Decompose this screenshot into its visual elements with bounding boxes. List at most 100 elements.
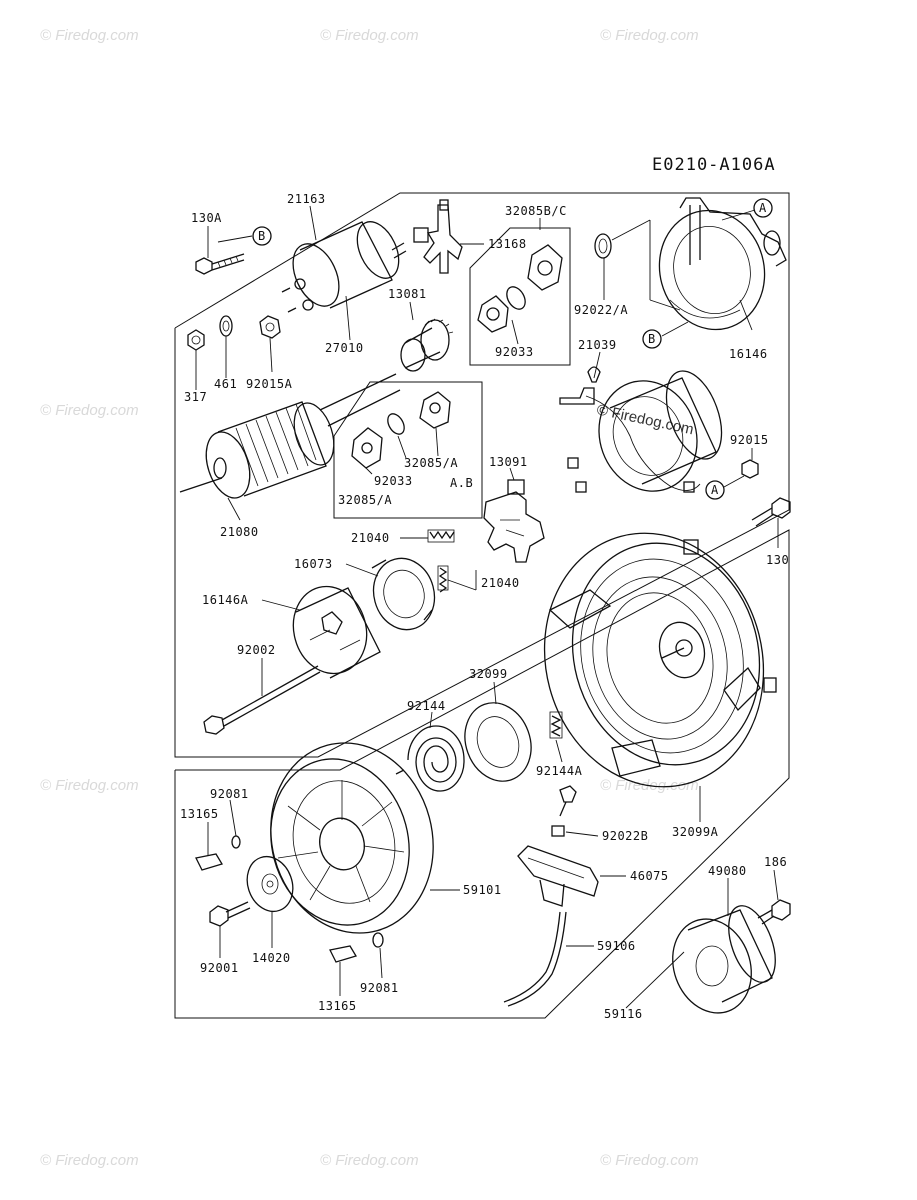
spring-92144A <box>549 711 563 739</box>
brush-plate-16073 <box>371 557 436 631</box>
ref-markers <box>252 198 773 500</box>
part-number-label: 16073 <box>294 557 333 571</box>
ref-letter-label: A <box>759 201 767 215</box>
part-number-label: 92002 <box>237 643 276 657</box>
part-number-label: 92144 <box>407 699 446 713</box>
yoke-21039 <box>559 366 723 493</box>
bolt-92001 <box>209 901 251 927</box>
washer-461 <box>219 315 233 337</box>
nut-92015A <box>259 315 281 339</box>
nut-92015 <box>741 459 759 479</box>
through-bolt-92002 <box>203 665 321 735</box>
part-number-label: 92015A <box>246 377 293 391</box>
part-number-label: 59101 <box>463 883 502 897</box>
bolt-130 <box>751 497 791 527</box>
part-number-label: 130A <box>191 211 222 225</box>
part-number-label: 317 <box>184 390 207 404</box>
watermark-text: © Firedog.com <box>40 402 139 419</box>
plunger-kit-a <box>351 391 451 469</box>
part-number-label: 92022/A <box>574 303 628 317</box>
housing-16146 <box>658 197 787 331</box>
watermark-text: © Firedog.com <box>40 777 139 794</box>
part-labels: 130A 21163 B 13168 32085B/C 92022/A 1614… <box>180 192 789 1021</box>
reel-59101 <box>270 742 434 934</box>
watermark-text: © Firedog.com <box>600 27 699 44</box>
watermark-center: © Firedog.com <box>595 401 695 438</box>
pinion-13081 <box>400 318 454 372</box>
bolt-186 <box>757 899 791 925</box>
circle-marker <box>252 226 272 246</box>
part-number-label: 186 <box>764 855 787 869</box>
clip-92022B <box>551 825 565 837</box>
circle-marker <box>705 480 725 500</box>
nut-317 <box>187 329 205 351</box>
armature-21080 <box>179 373 401 499</box>
part-number-label: 21163 <box>287 192 326 206</box>
part-number-label: 92015 <box>730 433 769 447</box>
part-number-label: 13091 <box>489 455 528 469</box>
leader-lines <box>195 205 779 1009</box>
diagram-code: E0210-A106A <box>652 155 776 175</box>
pawl-13165-b <box>329 945 357 963</box>
watermark-text: © Firedog.com <box>320 1152 419 1169</box>
part-number-label: 14020 <box>252 951 291 965</box>
part-number-label: 32085B/C <box>505 204 567 218</box>
ref-letter-label: A <box>711 483 719 497</box>
pawl-13165-a <box>195 853 223 871</box>
part-number-label: 13165 <box>318 999 357 1013</box>
part-number-label: 92033 <box>374 474 413 488</box>
watermark-text: © Firedog.com <box>40 1152 139 1169</box>
watermark-text: © Firedog.com <box>320 27 419 44</box>
flywheel-32099A <box>543 532 777 788</box>
end-cover-16146A <box>292 585 381 679</box>
part-number-label: 46075 <box>630 869 669 883</box>
part-number-label: 92022B <box>602 829 648 843</box>
part-number-label: 21080 <box>220 525 259 539</box>
part-number-label: 461 <box>214 377 237 391</box>
spring-92081-a <box>231 835 241 849</box>
part-number-label: 92033 <box>495 345 534 359</box>
part-number-label: A.B <box>450 476 473 490</box>
solenoid <box>281 221 407 313</box>
part-number-label: 13168 <box>488 237 527 251</box>
watermark-text: © Firedog.com <box>600 1152 699 1169</box>
part-number-label: 21040 <box>351 531 390 545</box>
part-number-label: 32085/A <box>338 493 392 507</box>
handle-46075 <box>517 845 599 907</box>
part-number-label: 92001 <box>200 961 239 975</box>
part-number-label: 92144A <box>536 764 583 778</box>
part-number-label: 21040 <box>481 576 520 590</box>
part-number-label: 13165 <box>180 807 219 821</box>
part-number-label: 32099A <box>672 825 719 839</box>
washer-92022A <box>594 233 612 259</box>
spring-92081-b <box>372 932 384 948</box>
lever-bracket <box>413 199 463 274</box>
part-number-label: 21039 <box>578 338 617 352</box>
ref-letter-label: B <box>648 332 656 346</box>
part-number-label: 92081 <box>360 981 399 995</box>
part-number-label: 59116 <box>604 1007 643 1021</box>
brush-holder-13091 <box>483 479 545 563</box>
ref-letter-label: B <box>258 229 266 243</box>
part-number-label: 13081 <box>388 287 427 301</box>
cup-49080 <box>672 905 776 1014</box>
part-number-label: 49080 <box>708 864 747 878</box>
part-number-label: 27010 <box>325 341 364 355</box>
part-number-label: 59106 <box>597 939 636 953</box>
knot-guide <box>559 785 577 817</box>
watermark-text: © Firedog.com <box>40 27 139 44</box>
spring-21040-a <box>427 529 455 543</box>
part-number-label: 16146 <box>729 347 768 361</box>
bolt-130A <box>195 253 245 275</box>
part-number-label: 92081 <box>210 787 249 801</box>
part-number-label: 16146A <box>202 593 249 607</box>
ring-32099 <box>464 702 532 782</box>
plate-14020 <box>246 855 294 913</box>
part-number-label: 32085/A <box>404 456 458 470</box>
circle-marker <box>642 329 662 349</box>
part-number-label: 32099 <box>469 667 508 681</box>
rope-59106 <box>503 911 567 1007</box>
circle-marker <box>753 198 773 218</box>
spiral-spring-92144 <box>395 725 465 792</box>
